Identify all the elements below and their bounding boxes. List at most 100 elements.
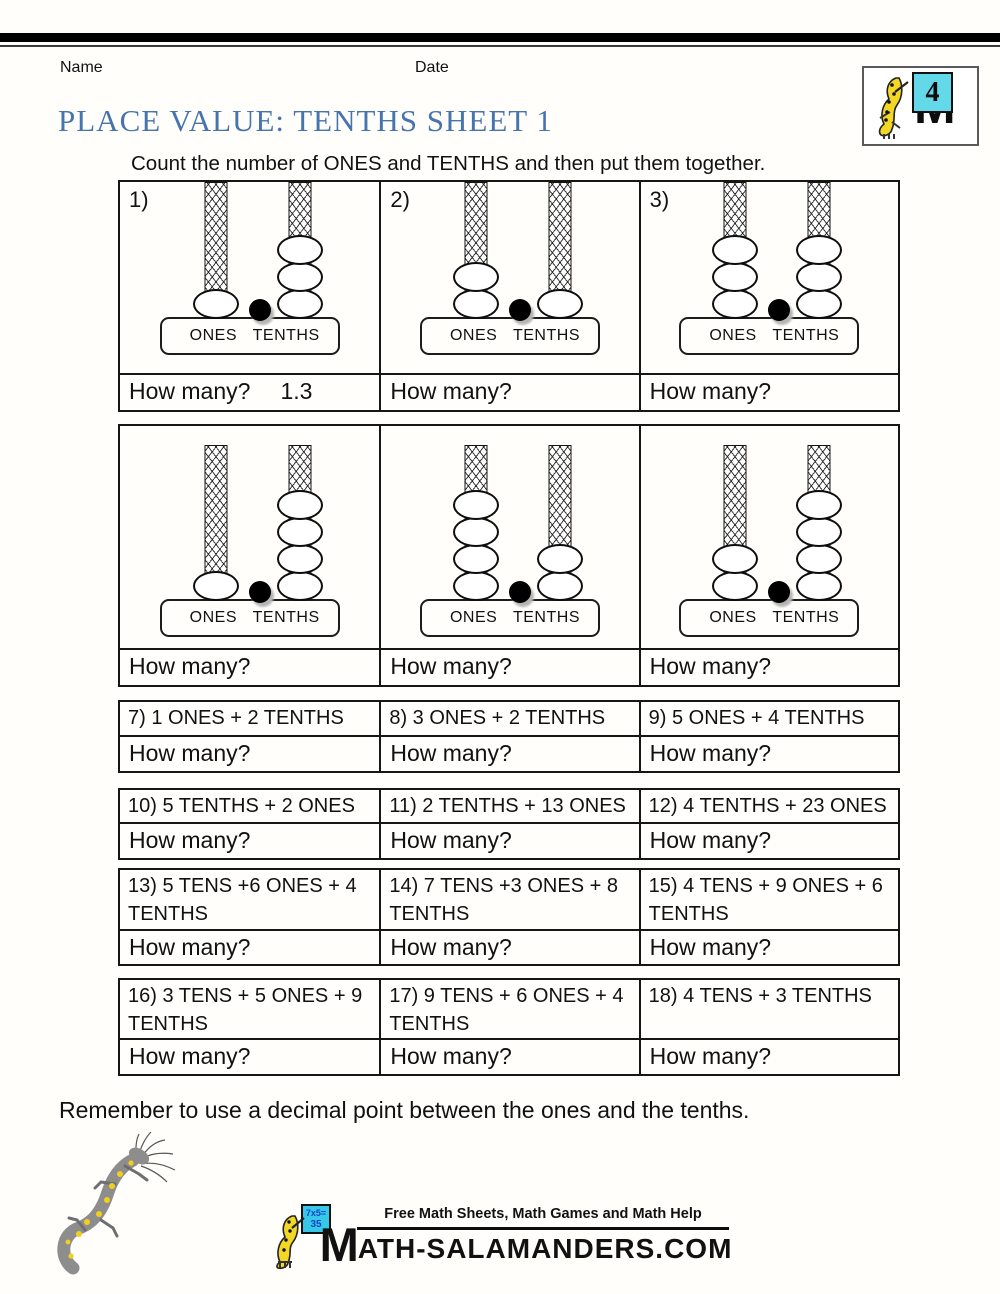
reminder-text: Remember to use a decimal point between … — [59, 1097, 750, 1123]
tenths-rod-group — [532, 182, 588, 319]
decimal-point-dot — [768, 299, 791, 321]
word-problem-cell: 10) 5 TENTHS + 2 ONES — [128, 795, 355, 817]
decimal-point-dot — [248, 299, 271, 321]
footer-tagline: Free Math Sheets, Math Games and Math He… — [384, 1206, 702, 1222]
problem-number: 1) — [129, 187, 149, 212]
bead — [796, 262, 843, 292]
decimal-point-dot — [768, 581, 791, 603]
tenths-label: TENTHS — [772, 609, 840, 626]
how-many-label: How many? — [649, 653, 772, 679]
tenths-label: TENTHS — [252, 609, 320, 626]
diagram-table-1: 1) ONES TENTHS 2) ONES TENTHS — [118, 180, 900, 412]
how-many-cell: How many? — [120, 929, 380, 964]
tenths-label: TENTHS — [512, 327, 580, 344]
tenths-rod-group — [532, 445, 588, 601]
word-table-16-18: 16) 3 TENS + 5 ONES + 9 TENTHS 17) 9 TEN… — [118, 978, 900, 1076]
ones-label: ONES — [449, 609, 498, 626]
tenths-label: TENTHS — [512, 609, 580, 626]
word-problem-cell: 8) 3 ONES + 2 TENTHS — [379, 702, 638, 735]
how-many-cell: How many? — [379, 373, 639, 410]
word-problem-cell: 12) 4 TENTHS + 23 ONES — [638, 790, 898, 822]
bead — [536, 571, 583, 601]
ones-rod-group — [707, 182, 763, 319]
word-problem-cell: 14) 7 TENS +3 ONES + 8 TENTHS — [379, 870, 638, 929]
grade-badge: M 4 — [862, 66, 979, 146]
ones-rod-group — [188, 445, 244, 601]
how-many-cell: How many? — [638, 929, 898, 964]
how-many-label: How many? — [129, 653, 251, 679]
badge-grade-board: 4 — [912, 72, 953, 113]
how-many-label: How many? — [129, 378, 251, 404]
instruction-text: Count the number of ONES and TENTHS and … — [131, 152, 766, 175]
svg-text:35: 35 — [310, 1219, 322, 1230]
diagram-cell-5: ONES TENTHS — [379, 426, 638, 648]
footer-divider — [357, 1227, 729, 1230]
word-problem-cell: 18) 4 TENS + 3 TENTHS — [638, 980, 898, 1038]
bead — [712, 571, 759, 601]
word-problem-cell: 7) 1 ONES + 2 TENTHS — [128, 707, 344, 729]
footer-wordmark: M ATH-SALAMANDERS.COM — [319, 1218, 733, 1271]
ones-label: ONES — [189, 327, 237, 344]
abacus: ONES TENTHS — [410, 445, 610, 637]
how-many-cell: How many? — [379, 735, 639, 771]
bead — [536, 289, 583, 319]
salamander-illustration — [57, 1131, 176, 1275]
bead — [276, 289, 323, 319]
svg-text:7x5=: 7x5= — [305, 1208, 325, 1218]
bead — [276, 490, 323, 520]
word-problem-cell: 9) 5 ONES + 4 TENTHS — [638, 702, 898, 735]
date-label: Date — [415, 59, 449, 76]
diagram-cell-3: 3) ONES TENTHS — [638, 182, 898, 373]
footer-logo-icon: 7x5= 35 — [275, 1204, 331, 1270]
bead — [536, 544, 583, 574]
bead — [276, 571, 323, 601]
diagram-cell-2: 2) ONES TENTHS — [379, 182, 638, 373]
word-problem-cell: 15) 4 TENS + 9 ONES + 6 TENTHS — [638, 870, 898, 929]
bead — [712, 544, 759, 574]
bead — [712, 235, 759, 265]
how-many-cell: How many? — [379, 1038, 639, 1074]
bead — [276, 517, 323, 547]
ones-label: ONES — [709, 609, 757, 626]
how-many-cell: How many? — [379, 648, 639, 685]
footer-board — [300, 1204, 331, 1234]
word-problem-cell: 11) 2 TENTHS + 13 ONES — [379, 790, 638, 822]
abacus-base: ONES TENTHS — [419, 317, 600, 355]
ones-label: ONES — [449, 327, 498, 344]
abacus-base: ONES TENTHS — [159, 317, 340, 355]
tenths-label: TENTHS — [252, 327, 320, 344]
answer-value: 1.3 — [280, 378, 313, 404]
bead — [796, 289, 843, 319]
diagram-cell-4: ONES TENTHS — [120, 426, 379, 648]
abacus-base: ONES TENTHS — [679, 317, 860, 355]
how-many-label: How many? — [390, 653, 512, 679]
abacus: ONES TENTHS — [669, 182, 869, 355]
bead — [192, 289, 239, 319]
ones-label: ONES — [709, 327, 757, 344]
bead — [712, 262, 759, 292]
ones-rod — [204, 445, 228, 601]
bead — [452, 490, 499, 520]
top-rule — [0, 33, 1000, 42]
ones-rod-group — [448, 445, 504, 601]
ones-rod-group — [188, 182, 244, 319]
abacus: ONES TENTHS — [150, 445, 350, 637]
name-label: Name — [60, 59, 103, 76]
bead — [452, 262, 499, 292]
word-table-7-9: 7) 1 ONES + 2 TENTHS 8) 3 ONES + 2 TENTH… — [118, 700, 900, 773]
abacus: ONES TENTHS — [410, 182, 610, 355]
bead — [192, 571, 239, 601]
bead — [452, 571, 499, 601]
tenths-rod-group — [272, 445, 328, 601]
decimal-point-dot — [248, 581, 271, 603]
abacus-base: ONES TENTHS — [159, 599, 340, 637]
footer-wordmark-m: M — [319, 1218, 359, 1271]
problem-number: 3) — [649, 187, 670, 212]
footer: 7x5= 35 Free Math Sheets, Math Games and… — [0, 1200, 1000, 1270]
bead — [452, 289, 499, 319]
bead — [796, 490, 843, 520]
footer-wordmark-rest: ATH-SALAMANDERS.COM — [357, 1232, 733, 1264]
bead — [276, 544, 323, 574]
how-many-cell: How many? — [638, 648, 898, 685]
